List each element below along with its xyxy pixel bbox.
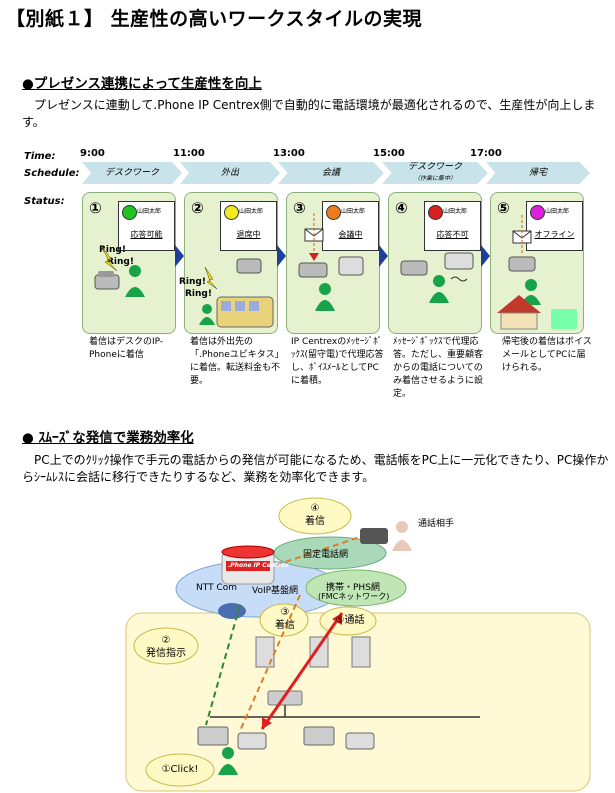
presence-dot [326,205,341,220]
status-card: 山田太郎 応答可能 [118,201,175,251]
arrow-right-icon [379,245,388,267]
section-heading-presence: ●プレゼンス連携によって生産性を向上 [22,76,262,92]
network-diagram [125,497,591,792]
centrex-logo: .Phone IP Centrex [228,562,289,569]
section-heading-calling: ● ｽﾑｰｽﾞな発信で業務効率化 [22,430,194,446]
status-card: 山田太郎 会議中 [322,201,379,251]
ntt-label: NTT Com [196,583,237,593]
status-panel-3: ③ 山田太郎 会議中 [286,192,380,334]
voicemail-person-icon [298,213,364,311]
schedule-axis-label: Schedule: [24,168,80,179]
dnd-person-icon [400,252,474,303]
schedule-chevron: 外出 [180,162,280,184]
panel-caption: 着信は外出先の「.Phoneユビキタス」に着信。転送料金も不要。 [190,337,281,386]
presence-dot [428,205,443,220]
time-tick: 11:00 [173,148,205,159]
schedule-chevron: 帰宅 [486,162,590,184]
time-tick: 15:00 [373,148,405,159]
status-axis-label: Status: [24,196,65,207]
train-phone-icon [199,258,274,328]
presence-dot [122,205,137,220]
step-5-label: ⑤通話 [335,615,365,626]
panel-caption: IP Centrexのﾒｯｾｰｼﾞﾎﾞｯｸｽ(留守電)で代理応答し、ﾎﾞｲｽﾒｰ… [291,337,384,386]
section-description-presence: プレゼンスに連動して.Phone IP Centrex側で自動的に電話環境が最適… [22,98,596,129]
time-tick: 13:00 [273,148,305,159]
fixed-net-label: 固定電話網 [303,550,349,560]
mobile-net-label: 携帯・PHS網 [326,583,380,593]
status-panel-2: ② 山田太郎 退席中 Ring! Ring! [179,192,278,334]
page-title: 【別紙１】 生産性の高いワークスタイルの実現 [6,8,423,30]
panel-caption: 着信はデスクのIP-Phoneに着信 [89,337,164,360]
presence-dot [224,205,239,220]
mobile-net-cloud [305,569,407,607]
phone-person-icon [94,244,145,297]
step-1-label: ①Click! [161,764,199,775]
ring-label: Ring! [185,289,212,299]
status-panel-1: ① 山田太郎 応答可能 Ring! Ring! [82,192,176,334]
time-axis-label: Time: [24,151,56,162]
panel-caption: ﾒｯｾｰｼﾞﾎﾞｯｸｽで代理応答。ただし、重要顧客からの電話についてのみ着信させ… [393,337,484,399]
status-panel-5: ⑤ 山田太郎 オフライン [490,192,584,334]
time-tick: 9:00 [80,148,105,159]
section-description-calling: PC上でのｸﾘｯｸ操作で手元の電話からの発信が可能になるため、電話帳をPC上に一… [22,453,609,484]
arrow-right-icon [277,245,286,267]
ring-label: Ring! [99,245,126,255]
voip-label: VoIP基盤網 [252,586,299,596]
status-panel-4: ④ 山田太郎 応答不可 [388,192,482,334]
schedule-chevron: デスクワーク [82,162,182,184]
status-card: 山田太郎 オフライン [526,201,583,251]
schedule-chevron: デスクワーク（作業に集中） [382,162,488,184]
callee-label: 通話相手 [418,519,455,529]
arrow-right-icon [481,245,490,267]
home-person-icon [497,215,577,330]
ring-label: Ring! [107,257,134,267]
arrow-right-icon [175,245,184,267]
ring-label: Ring! [179,277,206,287]
status-card: 山田太郎 退席中 [220,201,277,251]
panel-caption: 帰宅後の着信はボイスメールとしてPCに届けられる。 [502,337,592,373]
time-tick: 17:00 [470,148,502,159]
status-card: 山田太郎 応答不可 [424,201,481,251]
presence-dot [530,205,545,220]
mobile-net-sub: (FMCネットワーク) [318,592,390,601]
schedule-chevron: 会議 [278,162,384,184]
